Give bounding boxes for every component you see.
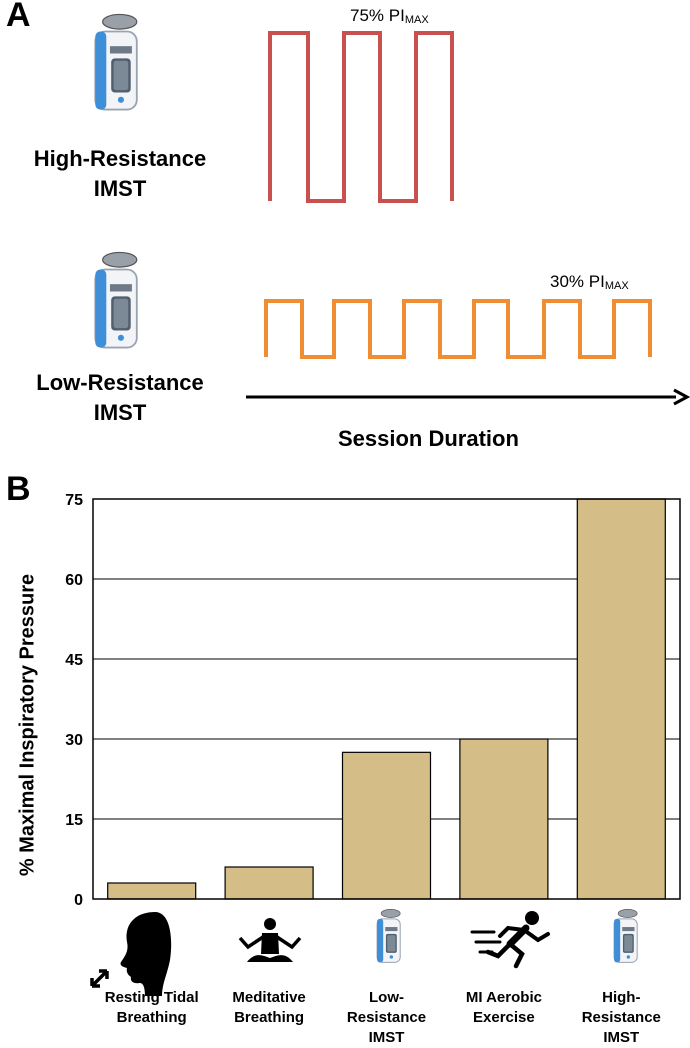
category-label: Resting Tidal Breathing	[104, 989, 199, 1026]
low-pct-sub: MAX	[604, 280, 629, 292]
high-resistance-label: High-Resistance IMST	[33, 146, 207, 201]
running-person-icon	[470, 911, 550, 969]
panel-a-letter: A	[6, 0, 31, 34]
low-pct-label: 30% PIMAX	[550, 272, 629, 292]
bar	[341, 751, 432, 900]
category-label: High- Resistance IMST	[581, 989, 661, 1046]
y-tick-label: 0	[74, 892, 83, 909]
y-tick-label: 15	[65, 812, 83, 829]
meditation-icon	[238, 918, 302, 962]
category-label: Meditative Breathing	[232, 989, 306, 1026]
high-pct-sub: MAX	[404, 14, 429, 26]
high-resistance-wave	[268, 31, 454, 203]
low-resistance-label: Low-Resistance IMST	[36, 370, 204, 425]
bar	[459, 738, 549, 900]
session-duration-title: Session Duration	[338, 426, 519, 451]
breathing-trainer-icon	[376, 908, 401, 963]
panel-b-letter: B	[6, 470, 31, 508]
y-tick-label: 45	[65, 652, 83, 669]
high-pct-main: 75% PI	[350, 6, 405, 25]
breathing-trainer-icon	[94, 13, 138, 111]
bar	[107, 882, 197, 900]
low-resistance-wave	[264, 299, 652, 359]
high-pct-label: 75% PIMAX	[350, 6, 429, 26]
y-tick-label: 30	[65, 732, 83, 749]
bar	[576, 498, 666, 900]
category-label: MI Aerobic Exercise	[465, 989, 542, 1026]
breathing-trainer-icon	[613, 908, 638, 963]
y-tick-label: 60	[65, 572, 83, 589]
axis-arrowhead	[673, 388, 690, 406]
head-profile-icon	[90, 912, 172, 996]
breathing-trainer-icon	[94, 251, 138, 349]
y-tick-label: 75	[65, 492, 83, 509]
plot-frame	[92, 498, 681, 900]
low-pct-main: 30% PI	[550, 272, 605, 291]
bar	[224, 866, 314, 900]
category-label: Low- Resistance IMST	[346, 989, 427, 1046]
